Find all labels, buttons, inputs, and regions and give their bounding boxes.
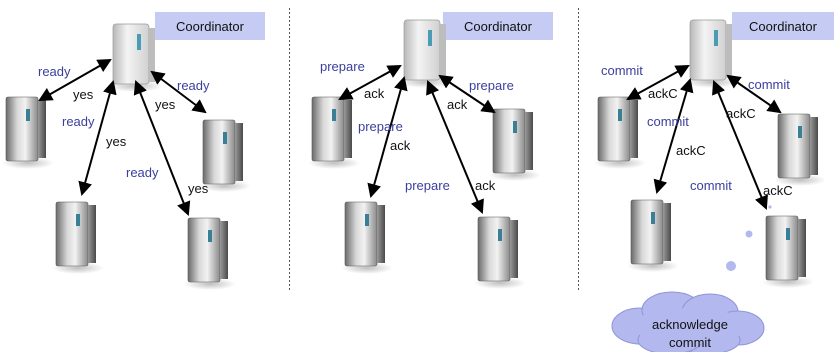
inbound-label: ack [364, 86, 385, 101]
participant-server-icon [341, 201, 393, 274]
inbound-label: yes [106, 134, 127, 149]
participant-server-icon [308, 96, 360, 169]
participant-server-icon [184, 217, 236, 290]
acknowledge-commit-cloud: acknowledge commit [611, 291, 765, 352]
participant-server-icon [199, 119, 251, 192]
coordinator-server-icon [107, 23, 163, 92]
participant-server-icon [474, 216, 526, 289]
participant-server-icon [2, 96, 54, 169]
participant-server-icon [627, 199, 679, 272]
cloud-line-2: commit [669, 335, 711, 350]
message-arrow [133, 80, 191, 216]
message-arrow [78, 79, 117, 197]
outbound-label: commit [647, 114, 689, 129]
inbound-label: ack [447, 97, 468, 112]
cloud-line-1: acknowledge [652, 317, 728, 332]
outbound-label: ready [126, 165, 159, 180]
outbound-label: ready [62, 114, 95, 129]
inbound-label: ack [475, 178, 496, 193]
outbound-label: ready [177, 78, 210, 93]
outbound-label: ready [38, 64, 71, 79]
outbound-label: prepare [358, 119, 403, 134]
thought-bubble-dot [745, 230, 753, 238]
coordinator-label-box [732, 12, 834, 40]
outbound-label: prepare [320, 59, 365, 74]
participant-server-icon [594, 96, 646, 169]
inbound-label: yes [155, 97, 176, 112]
thought-bubble-dot [768, 205, 772, 209]
outbound-label: prepare [469, 78, 514, 93]
coordinator-label: Coordinator [464, 19, 533, 34]
inbound-label: ackC [763, 183, 793, 198]
outbound-label: commit [690, 178, 732, 193]
outbound-label: commit [601, 63, 643, 78]
participant-server-icon [489, 108, 541, 181]
inbound-label: ackC [676, 143, 706, 158]
coordinator-label: Coordinator [176, 19, 245, 34]
panel-commit: Coordinator [594, 12, 834, 352]
inbound-label: yes [73, 87, 94, 102]
outbound-label: commit [748, 77, 790, 92]
participant-server-icon [774, 113, 826, 186]
coordinator-server-icon [398, 19, 454, 88]
inbound-label: ackC [726, 106, 756, 121]
inbound-label: ack [390, 138, 411, 153]
message-arrow [367, 75, 408, 199]
message-arrow [653, 77, 694, 195]
message-arrow [712, 80, 768, 210]
message-arrow [38, 58, 112, 102]
coordinator-label-box [443, 12, 553, 40]
participant-server-icon [762, 215, 814, 288]
inbound-label: ackC [648, 86, 678, 101]
coordinator-label-box [155, 12, 265, 40]
inbound-label: yes [188, 181, 209, 196]
coordinator-server-icon [684, 19, 740, 88]
outbound-label: prepare [405, 178, 450, 193]
message-arrow [426, 80, 484, 214]
panel-prepare: Coordinator [308, 12, 553, 289]
coordinator-label: Coordinator [749, 19, 818, 34]
participant-server-icon [52, 201, 104, 274]
thought-bubble-dot [726, 261, 736, 271]
panel-ready: Coordinator [2, 12, 265, 290]
